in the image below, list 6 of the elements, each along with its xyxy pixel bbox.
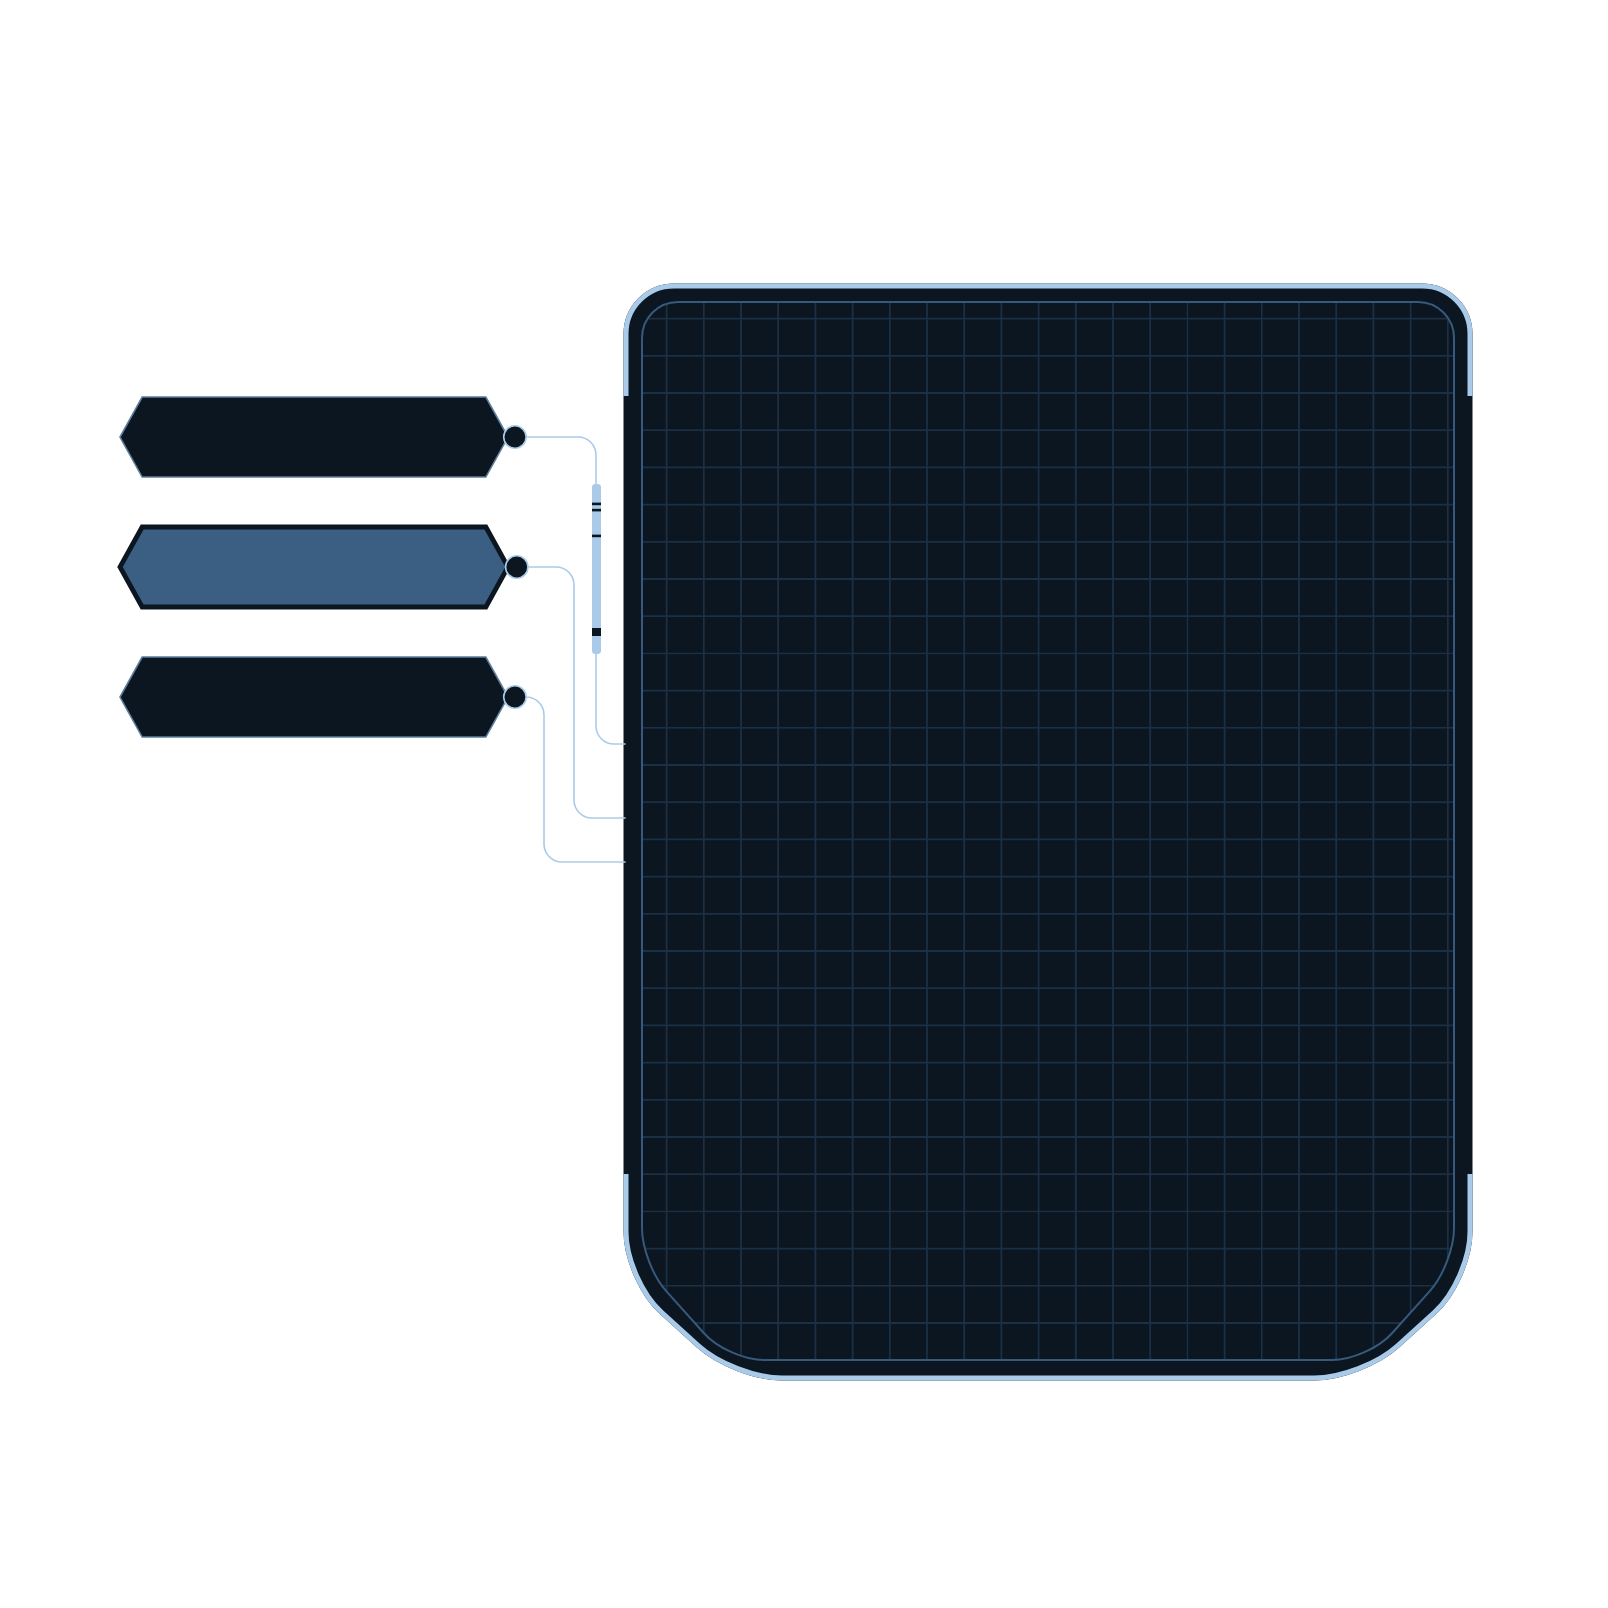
connector-line [502,685,627,863]
connector-line [504,555,627,819]
screen-panel [623,283,1473,1381]
hexagon-tab [119,656,509,738]
hexagon-tab [119,396,509,478]
hexagon-tab [117,524,511,610]
